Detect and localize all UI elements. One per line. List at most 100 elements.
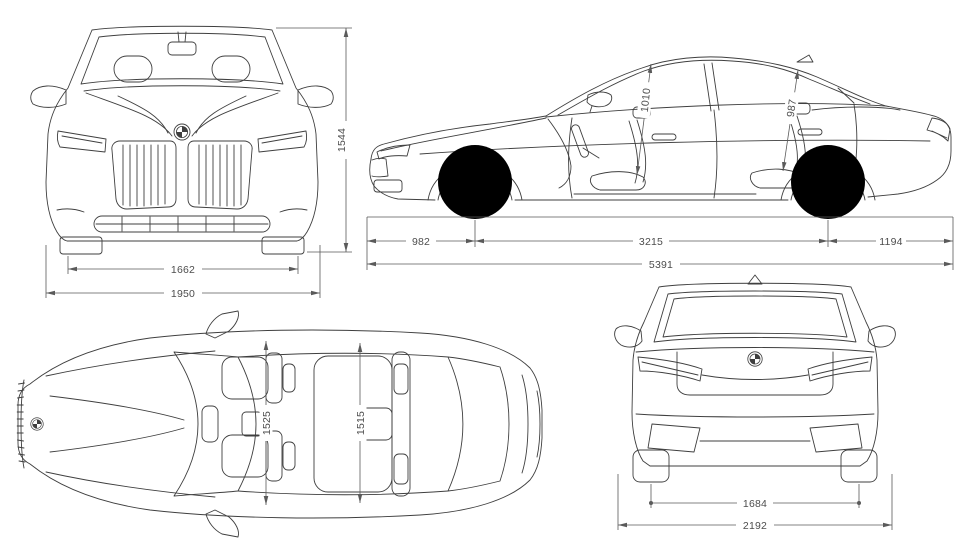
dim-overall-width-mirrors: 2192: [617, 474, 893, 532]
dim-front-interior-width: 1525: [259, 341, 273, 505]
top-view: 1525 1515: [16, 310, 543, 538]
grille-bars-right: [198, 144, 242, 207]
rear-view: 1684 2192: [614, 274, 896, 532]
dim-rear-headroom: 987: [782, 69, 800, 172]
front-interior-width-label: 1525: [261, 411, 273, 435]
grille-bars-left: [122, 144, 166, 207]
taillight-left: [637, 356, 703, 382]
headrest-right: [211, 55, 251, 83]
side-mirror-right: [297, 85, 334, 108]
dashboard: [547, 118, 572, 189]
dim-body-width: 1950: [45, 245, 321, 300]
front-view: 1544 1662 1950: [30, 25, 352, 300]
mirror-plan-bottom: [205, 509, 239, 538]
side-grille: [371, 157, 389, 178]
quarter-window-divider: [837, 87, 855, 104]
kidney-grille-right: [187, 140, 253, 210]
headrest-left: [113, 55, 153, 83]
overall-width-mirrors-label: 2192: [743, 520, 767, 532]
beltline: [545, 103, 887, 118]
rear-interior-width-label: 1515: [355, 411, 367, 435]
side-profile: [370, 56, 952, 198]
rear-car-drawing: [614, 274, 896, 483]
side-headlight: [376, 144, 411, 160]
rear-wheel-left: [632, 449, 670, 483]
dim-rear-interior-width: 1515: [353, 343, 367, 503]
side-view: 1010 987 982 3215 1194: [366, 54, 954, 271]
rear-wheel: [791, 145, 865, 219]
rear-window: [653, 290, 857, 343]
rear-bench: [313, 355, 393, 493]
trunk-edge: [635, 347, 875, 353]
b-pillar: [703, 62, 720, 112]
front-height-label: 1544: [336, 128, 348, 152]
rear-track-label: 1684: [743, 498, 767, 510]
antenna-fin-rear: [747, 274, 763, 285]
dim-wheelbase: 3215: [475, 234, 828, 248]
lower-intake: [93, 215, 271, 233]
door-handle-front: [651, 133, 677, 141]
headlight-right: [257, 130, 308, 153]
top-car-drawing: [16, 310, 543, 538]
trunk-lines: [521, 374, 541, 474]
cowl-line: [83, 85, 281, 92]
mirror-plan-top: [205, 310, 239, 339]
windshield: [80, 32, 284, 85]
front-headroom-label: 1010: [639, 87, 653, 112]
front-headrest-bottom: [282, 441, 296, 471]
rear-mirror-left: [614, 325, 643, 348]
trunk-lid: [676, 351, 834, 396]
bumper-corner-left: [56, 208, 85, 213]
rearview-mirror: [167, 41, 197, 56]
glasshouse: [557, 59, 871, 116]
dim-rear-track: 1684: [649, 484, 861, 510]
front-track-label: 1662: [171, 264, 195, 276]
front-wheel-right: [261, 236, 305, 255]
taillight-right: [807, 356, 873, 382]
bmw-roundel-icon: [173, 123, 191, 141]
overall-length-label: 5391: [649, 259, 673, 271]
side-dim-baseline: [366, 216, 954, 270]
dim-overall-height: 1544: [276, 27, 352, 253]
diffuser: [647, 423, 863, 453]
front-headrest-top: [282, 363, 296, 393]
rear-headroom-label: 987: [785, 98, 799, 118]
rear-headrest-bottom: [393, 453, 409, 485]
rear-window-plan: [447, 356, 510, 492]
steering-wheel: [571, 124, 589, 158]
front-car-drawing: [30, 25, 334, 255]
kidney-grille-left: [111, 140, 177, 210]
hood-creases: [45, 350, 216, 498]
front-wheel: [438, 145, 512, 219]
front-overhang-label: 982: [412, 236, 430, 248]
dim-front-headroom: 1010: [635, 63, 654, 176]
rear-overhang-label: 1194: [879, 236, 902, 248]
taillight-side: [926, 117, 951, 142]
side-mirror: [586, 91, 613, 113]
top-body-outline: [17, 329, 543, 519]
front-wheel-left: [59, 236, 103, 255]
light-bar: [701, 374, 809, 380]
front-seat-cushion-bottom: [221, 434, 269, 478]
headlight-left: [56, 130, 107, 153]
hood-crease-right: [191, 92, 279, 137]
bumper-crease: [635, 413, 875, 418]
front-width-label: 1950: [171, 288, 195, 300]
front-seat: [589, 119, 647, 191]
rear-mirror-right: [867, 325, 896, 348]
wheelbase-label: 3215: [639, 236, 663, 248]
parcel-shelf: [811, 106, 901, 111]
dim-rear-overhang: 1194: [828, 234, 953, 248]
antenna-fin: [796, 54, 814, 63]
side-mirror-left: [30, 85, 67, 108]
hood-crease-left: [85, 92, 173, 137]
windshield-plan: [173, 351, 257, 497]
dim-front-track: 1662: [67, 256, 299, 276]
bumper-corner-right: [279, 208, 308, 213]
rear-body-outline: [631, 282, 879, 467]
rear-wheel-right: [840, 449, 878, 483]
dim-front-overhang: 982: [367, 234, 475, 248]
side-car-drawing: [369, 54, 952, 219]
dim-overall-length: 5391: [367, 257, 953, 271]
front-seat-cushion-top: [221, 356, 269, 400]
